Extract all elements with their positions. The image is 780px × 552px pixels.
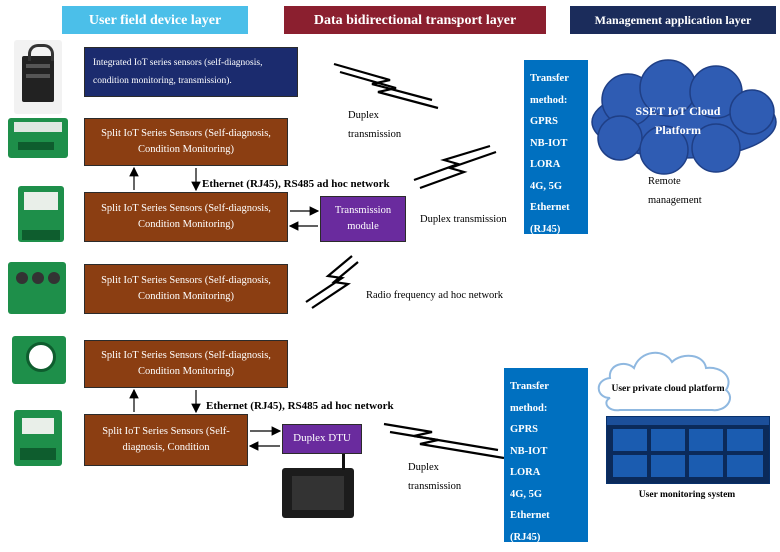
header-transport-label: Data bidirectional transport layer xyxy=(313,13,517,28)
transfer-top-line-4: NB-IOT xyxy=(530,137,568,149)
transfer-bottom-line-3: GPRS xyxy=(510,424,539,436)
split-sensor-label-3: Split IoT Series Sensors (Self-diagnosis… xyxy=(101,274,271,302)
lightning-icon-3 xyxy=(305,255,359,309)
remote-management-label: Remote management xyxy=(648,176,702,207)
sset-cloud-title: SSET IoT Cloud Platform xyxy=(635,104,721,138)
transfer-method-bottom: Transfer method: GPRS NB-IOT LORA 4G, 5G… xyxy=(504,368,588,543)
transfer-top-line-7: Ethernet xyxy=(530,202,570,214)
transfer-top-line-6: 4G, 5G xyxy=(530,180,563,192)
cloud-shape-sset xyxy=(591,59,777,175)
transmission-module-box: Transmission module xyxy=(320,196,406,242)
ethernet-label-2: Ethernet (RJ45), RS485 ad hoc network xyxy=(206,400,394,412)
monitoring-label: User monitoring system xyxy=(638,490,736,500)
transmission-module-label: Transmission module xyxy=(334,204,392,232)
cloud-shape-private xyxy=(597,352,731,412)
transfer-bottom-line-4: NB-IOT xyxy=(510,445,548,457)
duplex-dtu-box: Duplex DTU xyxy=(282,424,362,454)
device-image-split-1 xyxy=(8,118,68,158)
header-management-label: Management application layer xyxy=(594,13,752,27)
split-sensor-box-1: Split IoT Series Sensors (Self-diagnosis… xyxy=(84,118,288,166)
transfer-bottom-line-7: Ethernet xyxy=(510,510,550,522)
transfer-top-line-8: (RJ45) xyxy=(530,223,561,235)
transfer-top-line-3: GPRS xyxy=(530,116,559,128)
transfer-top-line-1: Transfer xyxy=(530,73,569,84)
lightning-icon-2 xyxy=(413,144,497,190)
split-sensor-box-2: Split IoT Series Sensors (Self-diagnosis… xyxy=(84,192,288,242)
header-user-layer: User field device layer xyxy=(62,6,248,34)
split-sensor-box-5: Split IoT Series Sensors (Self-diagnosis… xyxy=(84,414,248,466)
device-image-split-2 xyxy=(18,186,64,242)
duplex-label-3: Duplex transmission xyxy=(408,462,462,493)
lightning-icon-1 xyxy=(333,62,439,110)
split-sensor-label-4: Split IoT Series Sensors (Self-diagnosis… xyxy=(101,349,271,377)
device-image-split-4 xyxy=(12,336,66,384)
header-user-label: User field device layer xyxy=(88,13,222,28)
transfer-bottom-line-6: 4G, 5G xyxy=(510,488,543,500)
split-sensor-label-2: Split IoT Series Sensors (Self-diagnosis… xyxy=(101,202,271,230)
header-transport-layer: Data bidirectional transport layer xyxy=(284,6,546,34)
private-cloud-label: User private cloud platform xyxy=(611,384,725,394)
transfer-top-line-5: LORA xyxy=(530,159,561,171)
split-sensor-box-3: Split IoT Series Sensors (Self-diagnosis… xyxy=(84,264,288,314)
transfer-bottom-line-5: LORA xyxy=(510,467,541,479)
device-image-integrated xyxy=(14,40,62,114)
header-management-layer: Management application layer xyxy=(570,6,776,34)
integrated-sensor-box: Integrated IoT series sensors (self-diag… xyxy=(84,47,298,97)
duplex-label-1: Duplex transmission xyxy=(348,110,402,141)
split-sensor-label-1: Split IoT Series Sensors (Self-diagnosis… xyxy=(101,127,271,155)
duplex-dtu-label: Duplex DTU xyxy=(293,432,351,445)
device-image-split-3 xyxy=(8,262,66,314)
ethernet-label-1: Ethernet (RJ45), RS485 ad hoc network xyxy=(202,178,390,190)
integrated-sensor-label: Integrated IoT series sensors (self-diag… xyxy=(93,57,263,86)
transfer-bottom-line-1: Transfer xyxy=(510,381,549,392)
lightning-icon-4 xyxy=(383,422,505,460)
monitoring-screen xyxy=(606,416,770,484)
transfer-method-top: Transfer method: GPRS NB-IOT LORA 4G, 5G… xyxy=(524,60,588,235)
split-sensor-label-5: Split IoT Series Sensors (Self-diagnosis… xyxy=(102,425,230,453)
transfer-bottom-line-2: method: xyxy=(510,402,548,414)
split-sensor-box-4: Split IoT Series Sensors (Self-diagnosis… xyxy=(84,340,288,388)
transfer-bottom-line-8: (RJ45) xyxy=(510,531,541,543)
device-image-split-5 xyxy=(14,410,62,466)
transfer-top-line-2: method: xyxy=(530,94,568,106)
radio-label: Radio frequency ad hoc network xyxy=(366,290,504,301)
device-image-dtu xyxy=(282,454,354,518)
duplex-label-2: Duplex transmission xyxy=(420,214,507,225)
